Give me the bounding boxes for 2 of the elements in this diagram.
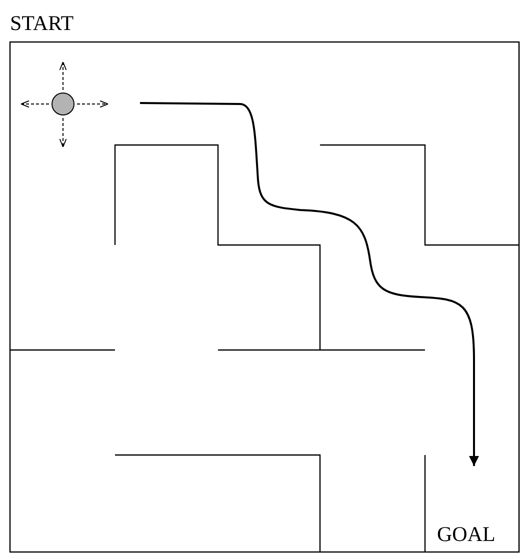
goal-label: GOAL <box>437 524 496 545</box>
start-label: START <box>10 13 74 34</box>
